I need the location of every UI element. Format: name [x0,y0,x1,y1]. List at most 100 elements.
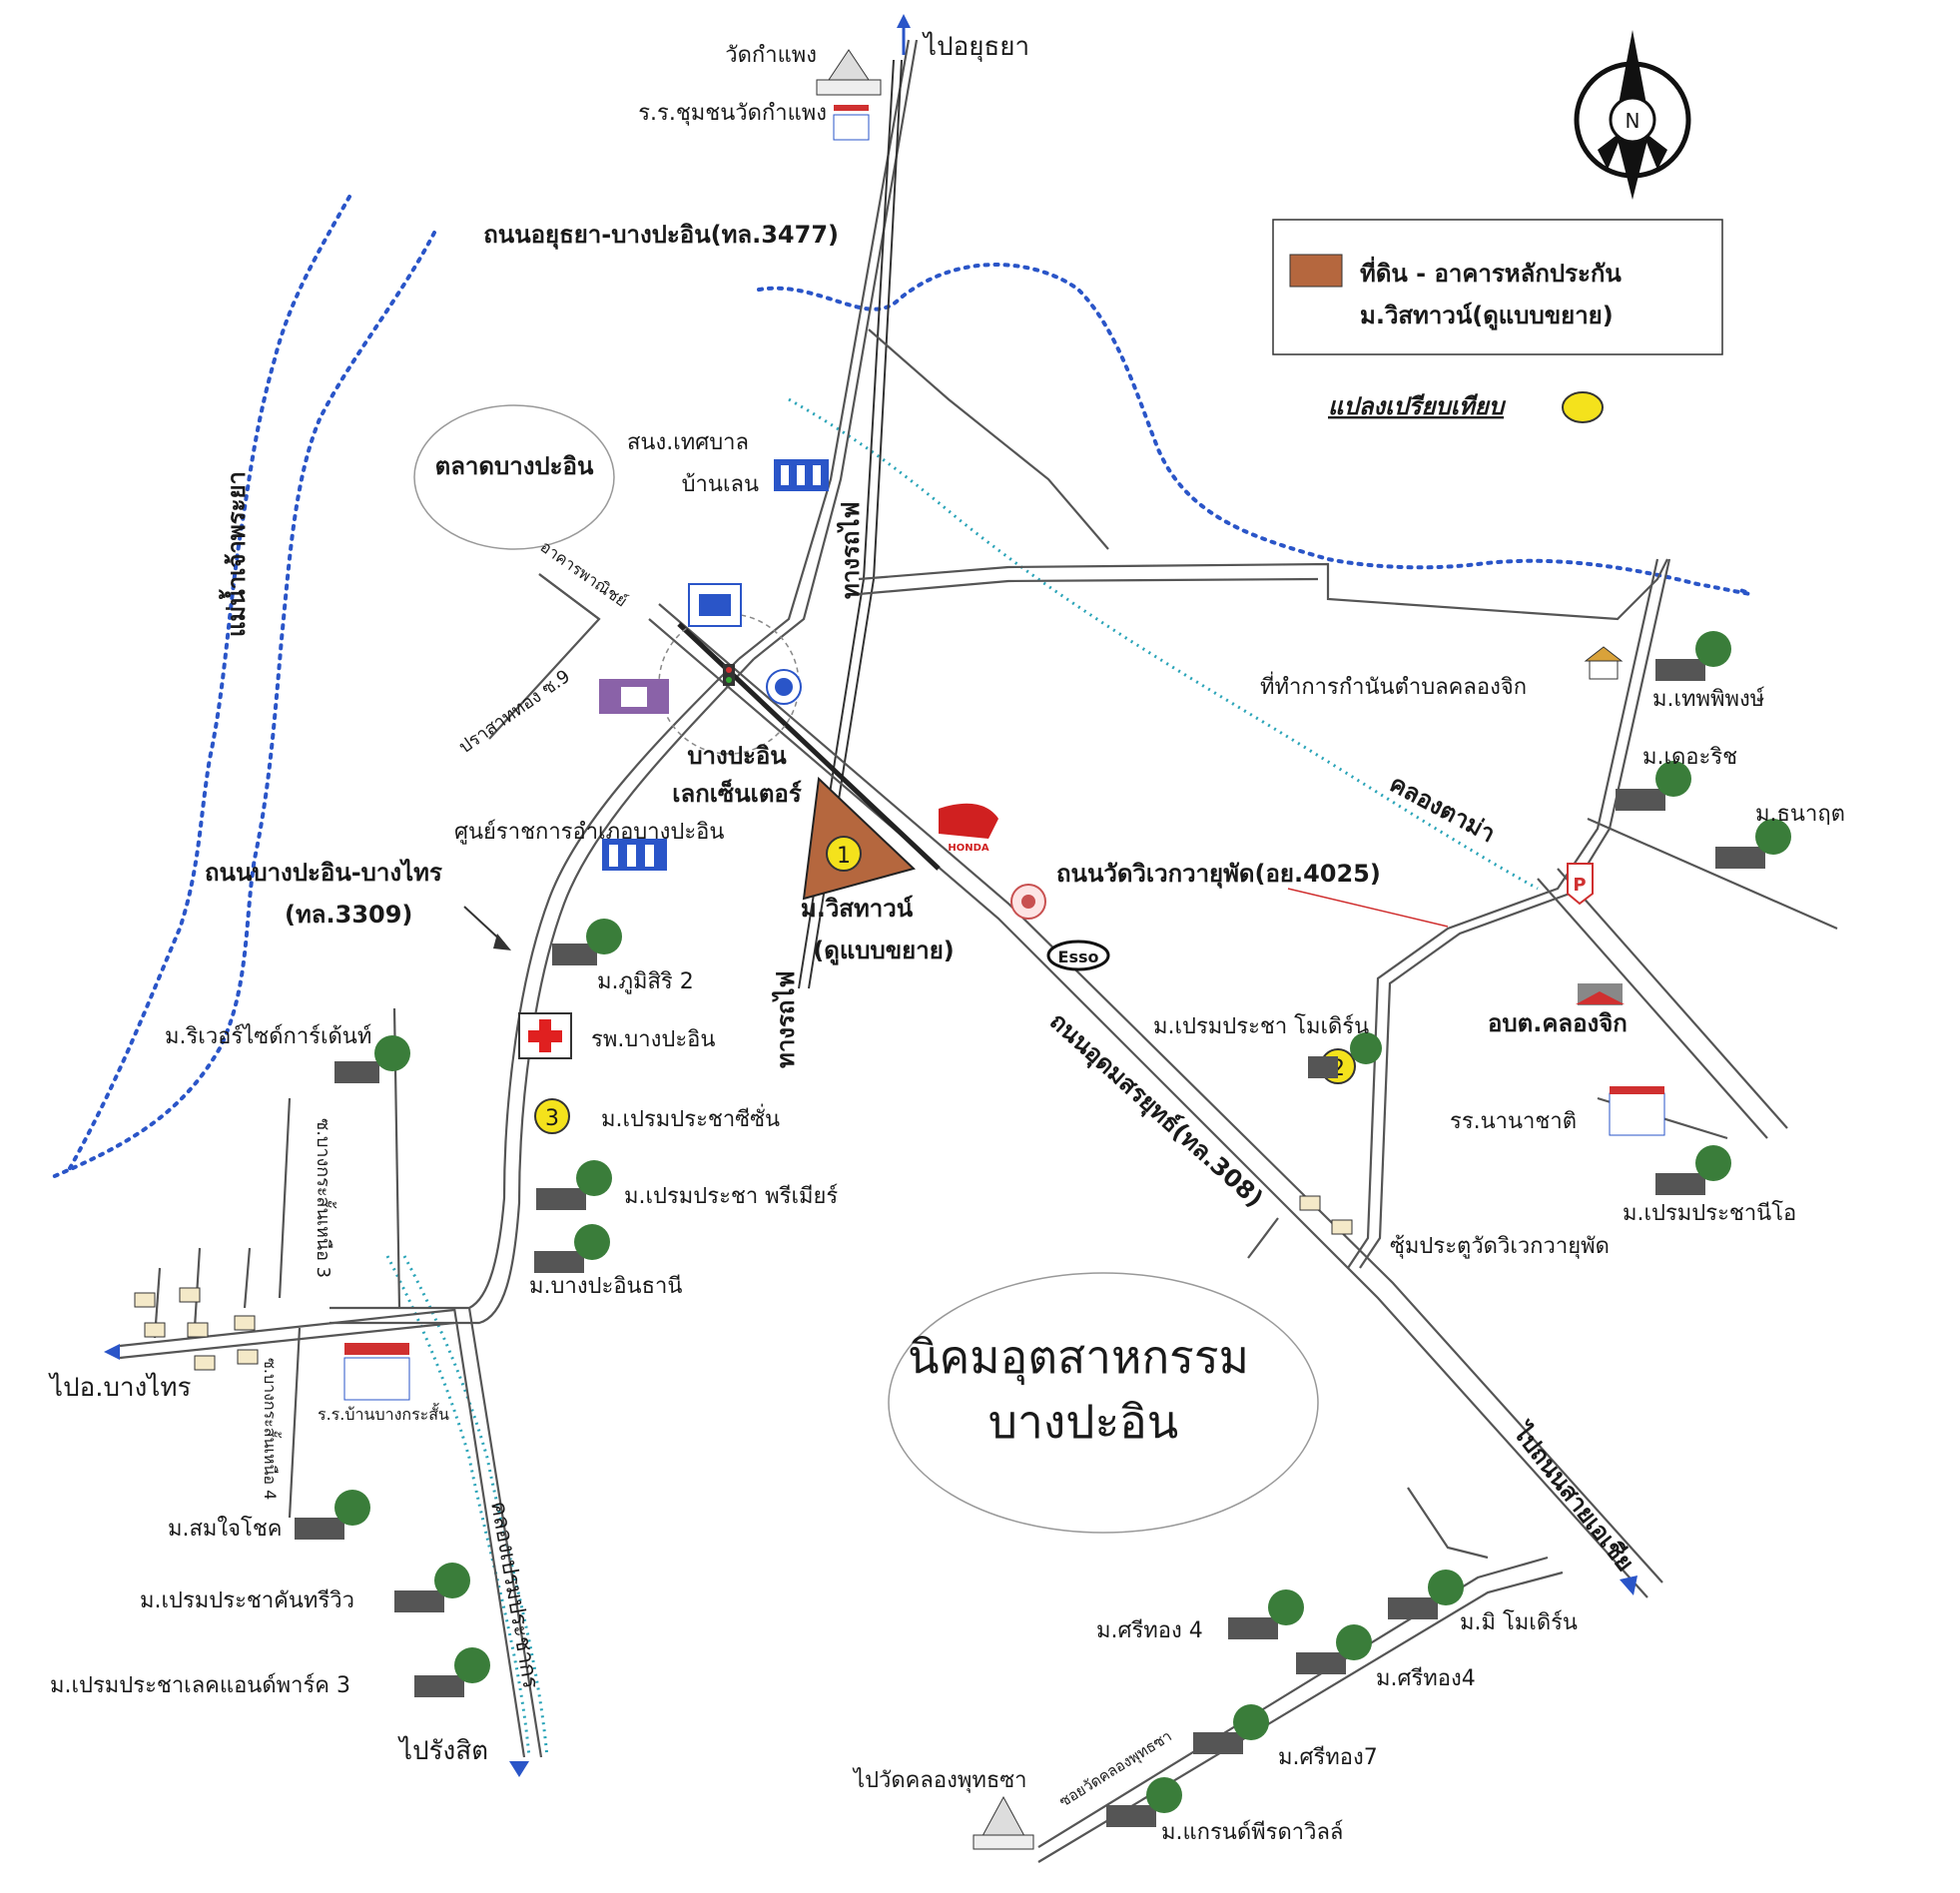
obt-building-icon [1576,983,1625,1005]
direction-arrows [104,14,1637,1777]
road-308 [648,618,1648,1598]
label-obt-klongjik: อบต.คลองจิก [1488,1009,1628,1037]
market-area [413,404,615,550]
road-klong-jik [858,558,1668,621]
legend-swatch-comparable [1562,391,1604,423]
esso-text: Esso [1058,947,1099,966]
soi-west-5 [288,1327,302,1519]
label-school-bang-krasan: ร.ร.บ้านบางกระสั้น [318,1403,449,1424]
label-municipal-2: บ้านเลน [682,472,759,497]
pointer-4025 [1287,888,1449,928]
klong-upper-river [757,263,1752,596]
road-3309-b [329,658,755,1325]
arrow-head-rangsit [509,1761,529,1777]
small-house-icon [237,1349,259,1365]
road-east-3 [1557,868,1788,1129]
industrial-estate-area [888,1272,1319,1534]
label-prempracha-zone: ม.เปรมประชาซีซั่น [601,1103,780,1132]
label-mimodern: ม.มิ โมเดิร์น [1460,1609,1578,1635]
label-somjaichok: ม.สมใจโชค [168,1516,283,1542]
label-prempracha-country: ม.เปรมประชาคันทรีวิว [140,1588,354,1613]
housing-icon [1616,761,1691,811]
arrow-head-ayutthaya [897,14,911,28]
road-4025-b [1359,558,1671,1269]
arrow-head-asia [1620,1576,1637,1595]
housing-icon [334,1035,410,1083]
housing-icon [394,1563,470,1612]
label-prempracha-modern: ม.เปรมประชา โมเดิร์น [1153,1013,1369,1039]
landmark-icons: HONDA Esso P [343,49,1665,1850]
road-rangsit [452,1307,526,1758]
label-to-asia-highway: ไปถนนสายเอเชีย [1506,1416,1639,1576]
small-house-icon [1331,1219,1353,1235]
svg-text:P: P [1573,875,1586,896]
label-soi-bang-krasan-4: ซ.บางกระสั้นเหนือ 4 [261,1358,282,1500]
small-house-icon [194,1355,216,1371]
school-flag-icon [833,105,870,141]
housing-icon [534,1224,610,1273]
small-house-icon [187,1322,209,1338]
marker-3: 3 [534,1098,570,1134]
housing-icon [1388,1570,1464,1619]
road-klong-jik-b [858,577,1319,596]
hospital-icon [518,1012,572,1059]
school-bang-krasan-icon [343,1343,410,1401]
label-commercial: อาคารพาณิชย์ [537,537,631,611]
small-house-icon [234,1315,256,1331]
waterways [48,195,1752,1758]
label-prempracha-neo: ม.เปรมประชานีโอ [1623,1200,1796,1226]
temple-icon-south [973,1795,1034,1850]
housing-icon [1655,631,1731,681]
label-the-rich: ม.เดอะริช [1642,745,1737,770]
arrow-head-bang-sai [104,1344,120,1360]
label-to-bang-sai: ไปอ.บางไทร [48,1372,191,1403]
marker-3-label: 3 [545,1106,559,1131]
chao-phraya-river-east-bank [68,195,351,1170]
label-klong-prem: คลองเปรมประชากร [485,1500,543,1691]
label-chao-phraya: แม่น้ำเจ้าพระยา [218,471,251,637]
road-3477 [738,39,911,660]
pointer-3309-head [493,934,511,950]
road-south-branch [1407,1487,1489,1560]
label-lakeside-2: เลกเซ็นเตอร์ [672,779,802,808]
esso-logo: Esso [1046,940,1110,971]
road-to-bang-sai [119,1321,455,1360]
housing-icon [552,919,622,965]
road-wat-klong-phutsa-b [1037,1571,1564,1863]
label-railway-upper: ทางรถไฟ [836,502,865,600]
label-grand-village: ม.แกรนด์พีรดาวิลล์ [1161,1820,1343,1845]
soi-west-2 [243,1247,252,1309]
label-kamnan-office: ที่ทำการกำนันตำบลคลองจิก [1260,671,1527,700]
label-prasat-thong: ปราสาททอง ซ.9 [455,666,574,758]
legend: ที่ดิน - อาคารหลักประกัน ม.วิสทาวน์(ดูแบ… [1272,219,1723,423]
north-label: N [1626,109,1640,133]
traffic-light-icon [723,664,735,686]
label-industrial-2: บางปะอิน [988,1395,1178,1449]
label-school-nanachat: รร.นานาชาติ [1450,1109,1577,1134]
legend-collateral-line2: ม.วิสทาวน์(ดูแบบขยาย) [1360,302,1614,330]
legend-collateral-line1: ที่ดิน - อาคารหลักประกัน [1360,256,1622,288]
road-3309 [329,658,740,1310]
housing-icon [1655,1145,1731,1195]
soi-west-1 [278,1097,292,1299]
label-thepphiphong: ม.เทพพิพงษ์ [1652,687,1765,712]
road-network [119,39,1838,1863]
label-road-3309-2: (ทล.3309) [285,901,412,929]
label-wat-gate: ซุ้มประตูวัดวิเวกวายุพัด [1390,1234,1610,1259]
label-to-wat-klong-phutsa: ไปวัดคลองพุทธซา [852,1767,1027,1793]
small-house-icon [1299,1195,1321,1211]
housing-icon [536,1160,612,1210]
housing-icon [1308,1032,1382,1078]
compass-rose: N [1574,30,1691,200]
small-house-icon [144,1322,166,1338]
legend-comparables: แปลงเปรียบเทียบ [1328,392,1507,420]
road-4025 [1347,558,1659,1269]
label-to-rangsit: ไปรังสิต [397,1735,488,1766]
housing-icon [414,1647,490,1697]
housing-icon [1715,819,1791,869]
label-road-3309-1: ถนนบางปะอิน-บางไทร [205,858,442,887]
road-east-1 [1587,817,1838,931]
label-thanaruk: ม.ธนาฤต [1755,802,1845,827]
shrine-icon [1010,884,1046,920]
label-railway-lower: ทางรถไฟ [771,971,800,1069]
